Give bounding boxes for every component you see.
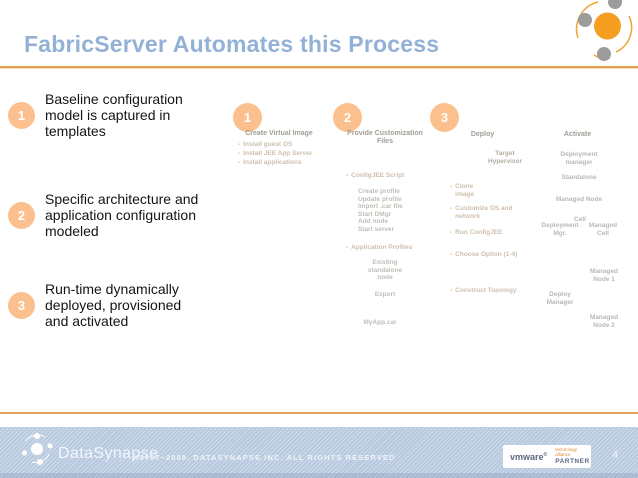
col1-bullet-2: - Install JEE App Server [238, 150, 313, 157]
col2-existing-node: Existing standalone node [367, 259, 403, 281]
bullet-dash-icon: - [346, 244, 349, 251]
col3-bullet-2: - Customize OS and network [450, 205, 513, 220]
diagram-step-2-badge: 2 [333, 103, 362, 132]
bullet-dash-icon: - [346, 172, 349, 179]
bullet-dash-icon: - [450, 205, 453, 212]
col2-app-profiles-bullet: - Application Profiles [346, 244, 413, 251]
diagram-step-3-badge: 3 [430, 103, 459, 132]
datasynapse-orbit-icon [566, 0, 638, 66]
col3-header: Deploy [470, 131, 495, 138]
left-step-2-text: Specific architecture and application co… [45, 191, 199, 239]
bullet-dash-icon: - [450, 229, 453, 236]
col2-header: Provide Customization Files [347, 130, 423, 145]
bullet-dash-icon: - [238, 150, 241, 157]
col3-bullet-5: - Construct Topology [450, 287, 517, 294]
bullet-dash-icon: - [450, 183, 453, 190]
left-step-1-text: Baseline configuration model is captured… [45, 91, 183, 139]
bullet-dash-icon: - [450, 251, 453, 258]
bullet-dash-icon: - [450, 287, 453, 294]
col4-cell: Cell [574, 216, 586, 223]
left-step-3-badge: 3 [8, 292, 35, 319]
page-number: 4 [612, 449, 619, 461]
footer: DataSynapse ©2007–2008, DATASYNAPSE INC.… [0, 427, 638, 478]
datasynapse-logo-icon [20, 432, 54, 466]
footer-accent-line [0, 412, 638, 414]
col4-deployment-manager: Deployment manager [560, 151, 598, 166]
col2-export: Export [374, 291, 396, 298]
vmware-tagline: technology alliance [555, 446, 577, 457]
col4-deploy-manager: Deploy Manager [546, 291, 574, 306]
col1-header: Create Virtual Image [245, 130, 313, 137]
vmware-partner-label: PARTNER [555, 457, 590, 465]
left-step-3-text: Run-time dynamically deployed, provision… [45, 281, 182, 329]
diagram-step-1-badge: 1 [233, 103, 262, 132]
col3-bullet-4: - Choose Option (1-4) [450, 251, 518, 258]
col4-managed-node: Managed Node [555, 196, 603, 203]
vmware-wordmark: vmware® [510, 451, 548, 462]
col1-bullet-3: - Install applications [238, 159, 302, 166]
col4-header: Activate [563, 131, 592, 138]
col3-target-hypervisor: Target Hypervisor [488, 150, 522, 165]
footer-brand: DataSynapse [58, 445, 159, 462]
col4-managed-node-2: Managed Node 2 [589, 314, 619, 329]
col2-configjee-items: Create profile Update profile Import .ca… [358, 188, 403, 233]
footer-copyright: ©2007–2008, DATASYNAPSE INC. ALL RIGHTS … [133, 453, 396, 462]
page-title: FabricServer Automates this Process [24, 31, 440, 57]
col3-bullet-3: - Run ConfigJEE [450, 229, 503, 236]
col3-bullet-1: - Clone image [450, 183, 474, 198]
bullet-dash-icon: - [238, 141, 241, 148]
title-underline [0, 66, 638, 68]
col1-bullet-1: - Install guest OS [238, 141, 293, 148]
col4-managed-cell: Managed Cell [588, 222, 618, 237]
left-step-2-badge: 2 [8, 202, 35, 229]
bullet-dash-icon: - [238, 159, 241, 166]
col4-managed-node-1: Managed Node 1 [589, 268, 619, 283]
col4-standalone: Standalone [561, 174, 597, 181]
col2-myapp-car: MyApp.car [363, 319, 397, 326]
col2-configjee-bullet: - ConfigJEE Script [346, 172, 405, 179]
vmware-partner-badge: vmware® technology alliance PARTNER [503, 445, 591, 468]
col4-deployment-mgr: Deployment Mgr. [541, 222, 579, 237]
left-step-1-badge: 1 [8, 102, 35, 129]
